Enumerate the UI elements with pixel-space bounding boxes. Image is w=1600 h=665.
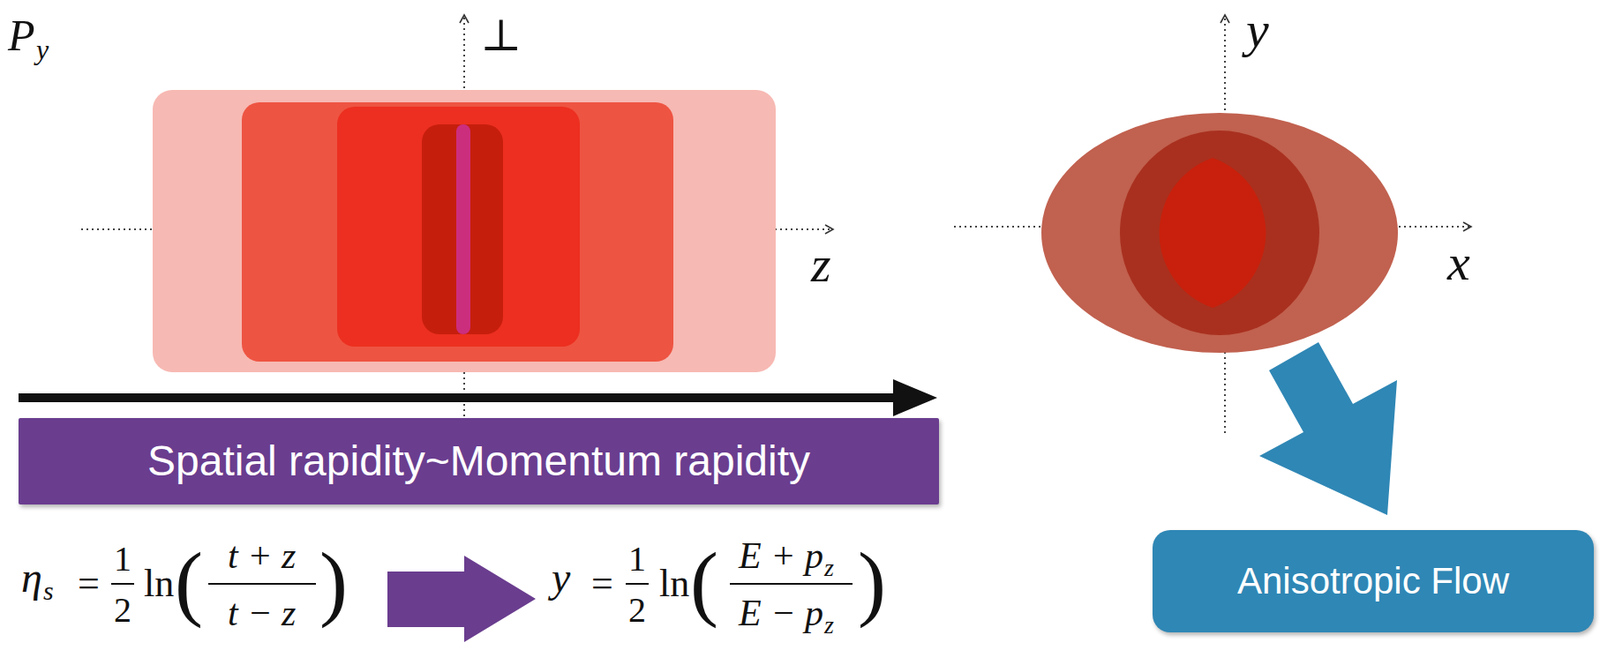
formula-symbol: =	[591, 564, 614, 604]
formula-symbol: =	[77, 564, 100, 604]
formula-numerator: E + p	[738, 537, 824, 575]
axis-label: z	[811, 239, 832, 291]
axis-label: y	[1246, 4, 1270, 56]
rapidity-band: Spatial rapidity~Momentum rapidity	[18, 418, 939, 505]
formula-symbol: y	[551, 556, 571, 600]
formula-symbol: η	[21, 556, 43, 600]
rapidity-arrow-head	[893, 379, 938, 417]
almond-overlap	[1159, 157, 1267, 308]
formula-paren: (	[690, 540, 719, 625]
formula-paren: )	[857, 540, 887, 625]
fraction-bar	[111, 583, 135, 586]
subscript: z	[824, 613, 834, 639]
formula-number: 1	[113, 541, 132, 578]
node-text: Anisotropic Flow	[1237, 561, 1510, 602]
fraction-bar	[729, 583, 853, 586]
inner-region	[337, 106, 580, 347]
formula-denominator: E − p	[738, 594, 824, 632]
implies-arrow	[387, 555, 536, 643]
formula-function: ln	[143, 564, 174, 604]
formula-numerator: t + z	[227, 537, 296, 575]
inner-circle	[1119, 130, 1320, 336]
middle-region	[241, 102, 674, 362]
flow-arrow	[1259, 342, 1398, 516]
formula-function: ln	[659, 564, 690, 604]
fraction-bar	[625, 583, 649, 586]
rapidity-arrow-shaft	[18, 393, 895, 403]
fraction-bar	[208, 583, 316, 586]
formula-denominator: t − z	[227, 594, 296, 632]
formula-number: 2	[628, 593, 647, 629]
outer-ellipse	[1041, 112, 1398, 354]
formula-number: 1	[628, 541, 647, 578]
outer-region	[152, 90, 776, 373]
formula-paren: (	[174, 540, 203, 625]
axis-label: P	[7, 13, 36, 58]
formula-paren: )	[319, 540, 348, 625]
core-region	[421, 124, 504, 335]
subscript: y	[36, 35, 49, 64]
axis-label: ⊥	[480, 13, 522, 58]
node-text: Spatial rapidity~Momentum rapidity	[147, 438, 811, 486]
axis-label: x	[1447, 237, 1471, 289]
formula-number: 2	[113, 593, 132, 629]
subscript: s	[43, 578, 54, 605]
subscript: z	[824, 555, 834, 581]
result-box: Anisotropic Flow	[1152, 530, 1594, 633]
collision-sheet	[456, 124, 471, 335]
